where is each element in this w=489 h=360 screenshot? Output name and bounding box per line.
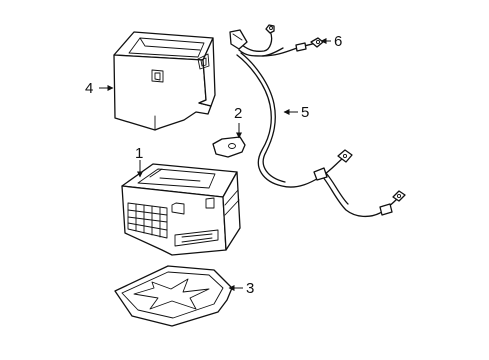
callout-6: 6 <box>334 33 342 50</box>
negative-cable <box>236 52 406 218</box>
positive-cable <box>229 24 324 57</box>
hold-down-retainer <box>212 136 246 158</box>
callout-2: 2 <box>234 105 242 122</box>
callout-1: 1 <box>135 145 143 162</box>
callout-4: 4 <box>85 80 93 97</box>
battery-vent-grid <box>127 202 168 239</box>
battery <box>121 163 241 256</box>
callout-leaders <box>99 38 331 291</box>
insulator-box <box>113 31 216 131</box>
callout-5: 5 <box>301 104 309 121</box>
battery-tray <box>114 265 233 327</box>
callout-3: 3 <box>246 280 254 297</box>
